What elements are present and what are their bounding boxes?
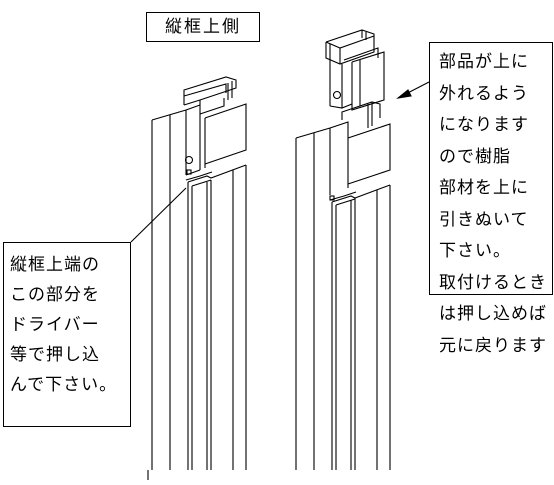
- right-instruction-note: 部品が上に 外れるよう になります ので樹脂 部材を上に 引きぬいて 下さい。 …: [429, 42, 553, 356]
- left-note-line: んで下さい。: [10, 375, 118, 395]
- right-note-line: 元に戻ります: [439, 335, 547, 356]
- left-note-line: ドライバー: [10, 315, 100, 335]
- right-frame-assembly: [295, 101, 391, 470]
- right-note-line: 部材を上に: [439, 178, 529, 198]
- title-label: 縦框上側: [146, 12, 260, 42]
- left-frame-assembly: [147, 76, 247, 480]
- right-note-line: 部品が上に: [439, 52, 529, 72]
- left-instruction-note: 縦框上端の この部分を ドライバー 等で押し込 んで下さい。: [3, 242, 131, 427]
- left-note-line: 等で押し込: [10, 345, 100, 365]
- left-leader-line: [130, 187, 187, 243]
- right-note-line: 取付けるとき: [439, 272, 547, 293]
- left-note-line: この部分を: [10, 285, 100, 305]
- right-note-line: ので樹脂: [439, 146, 511, 167]
- lifted-resin-part: [325, 29, 385, 111]
- left-note-line: 縦框上端の: [10, 255, 100, 275]
- right-note-line: になります: [439, 115, 529, 135]
- right-note-line: は押し込めば: [439, 304, 547, 324]
- right-leader-arrow: [396, 81, 430, 99]
- right-note-line: 引きぬいて: [439, 209, 529, 230]
- right-note-line: 下さい。: [439, 241, 511, 261]
- right-note-line: 外れるよう: [439, 83, 529, 104]
